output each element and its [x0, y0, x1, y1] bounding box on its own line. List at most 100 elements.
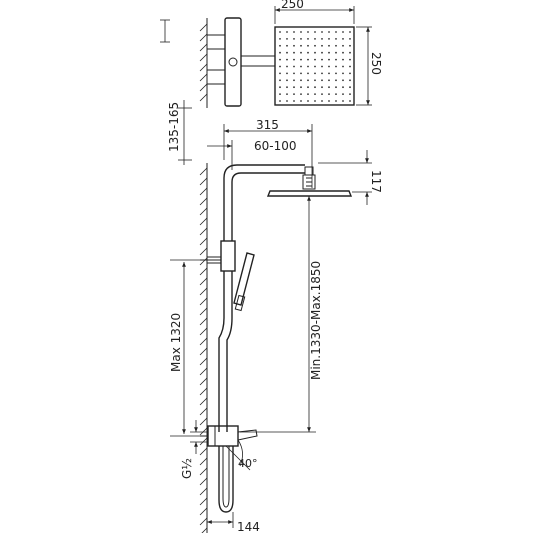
- hatch-line: [199, 197, 208, 206]
- nozzle-dot: [307, 44, 309, 47]
- top-wall-hatching: [199, 23, 208, 102]
- dim-arm-length: 315: [256, 118, 279, 132]
- nozzle-dot: [342, 86, 344, 89]
- bar-height-dimension: Max 1320: [169, 259, 200, 437]
- dim-head-depth: 250: [369, 52, 383, 75]
- hatch-line: [199, 207, 208, 216]
- nozzle-dot: [349, 100, 351, 102]
- nozzle-dot: [314, 86, 316, 89]
- nozzle-dot: [328, 72, 330, 75]
- hatch-line: [199, 517, 208, 526]
- slider-support: [220, 240, 236, 272]
- nozzle-dot: [279, 51, 281, 54]
- nozzle-dot: [279, 100, 281, 102]
- nozzle-dot: [314, 31, 316, 33]
- hatch-line: [199, 457, 208, 466]
- hatch-line: [199, 357, 208, 366]
- hatch-line: [199, 337, 208, 346]
- nozzle-dot: [349, 51, 351, 54]
- nozzle-dot: [286, 79, 288, 82]
- shower-nozzle-grid: [279, 31, 351, 102]
- top-view: 250 250: [160, 0, 383, 108]
- nozzle-dot: [300, 65, 302, 68]
- nozzle-dot: [335, 51, 337, 54]
- nozzle-dot: [286, 31, 288, 33]
- nozzle-dot: [328, 79, 330, 82]
- hatch-line: [199, 217, 208, 226]
- nozzle-dot: [328, 44, 330, 47]
- nozzle-dot: [314, 58, 316, 61]
- nozzle-dot: [342, 31, 344, 33]
- top-valve-lower: [206, 69, 226, 85]
- nozzle-dot: [321, 86, 323, 89]
- center-distance-dimension: 135-165: [167, 100, 192, 165]
- hatch-line: [199, 297, 208, 306]
- arm-length-dimension: 315: [223, 118, 313, 188]
- hatch-line: [199, 477, 208, 486]
- dim-bar-height: Max 1320: [169, 313, 183, 372]
- hatch-line: [199, 407, 208, 416]
- top-mixer-outlet: [228, 57, 238, 67]
- hatch-line: [199, 427, 208, 436]
- angle-arc: [237, 439, 243, 467]
- bar-outer: [218, 271, 225, 432]
- nozzle-dot: [321, 51, 323, 54]
- nozzle-dot: [335, 93, 337, 95]
- dim-thread: G½: [180, 458, 194, 479]
- nozzle-dot: [328, 65, 330, 68]
- nozzle-dot: [335, 79, 337, 82]
- hatch-line: [199, 417, 208, 426]
- nozzle-dot: [300, 86, 302, 89]
- nozzle-dot: [335, 100, 337, 102]
- nozzle-dot: [279, 38, 281, 40]
- nozzle-dot: [328, 38, 330, 40]
- wall-offset-dimension: 60-100: [207, 139, 297, 170]
- nozzle-dot: [307, 100, 309, 102]
- nozzle-dot: [286, 65, 288, 68]
- nozzle-dot: [279, 72, 281, 75]
- head-connector: [302, 174, 316, 190]
- hand-shower: [233, 252, 255, 306]
- nozzle-dot: [279, 79, 281, 82]
- thread-dimension: G½: [180, 420, 208, 479]
- nozzle-dot: [328, 86, 330, 89]
- nozzle-dot: [286, 100, 288, 102]
- hatch-line: [199, 397, 208, 406]
- nozzle-dot: [307, 72, 309, 75]
- nozzle-dot: [314, 72, 316, 75]
- hatch-line: [199, 267, 208, 276]
- nozzle-dot: [293, 44, 295, 47]
- hatch-line: [199, 277, 208, 286]
- nozzle-dot: [314, 44, 316, 47]
- nozzle-dot: [286, 93, 288, 95]
- nozzle-dot: [335, 58, 337, 61]
- nozzle-dot: [293, 100, 295, 102]
- hatch-line: [199, 507, 208, 516]
- hatch-line: [199, 287, 208, 296]
- nozzle-dot: [342, 72, 344, 75]
- nozzle-dot: [286, 58, 288, 61]
- hatch-line: [199, 327, 208, 336]
- dim-wall-offset: 60-100: [254, 139, 297, 153]
- inlet-hose-dimension: 144: [207, 512, 260, 533]
- nozzle-dot: [328, 93, 330, 95]
- hatch-line: [201, 527, 208, 533]
- nozzle-dot: [293, 58, 295, 61]
- top-valve-upper: [206, 34, 226, 50]
- nozzle-dot: [293, 31, 295, 33]
- hatch-line: [199, 257, 208, 266]
- side-view: 40°: [199, 163, 353, 533]
- hatch-line: [199, 227, 208, 236]
- shower-hose-inner: [222, 446, 230, 508]
- nozzle-dot: [328, 51, 330, 54]
- nozzle-dot: [293, 65, 295, 68]
- nozzle-dot: [300, 79, 302, 82]
- angle-line: [225, 445, 251, 471]
- nozzle-dot: [335, 86, 337, 89]
- nozzle-dot: [342, 79, 344, 82]
- nozzle-dot: [321, 72, 323, 75]
- nozzle-dot: [321, 100, 323, 102]
- nozzle-dot: [314, 51, 316, 54]
- hatch-line: [199, 387, 208, 396]
- bar-inner: [226, 271, 233, 432]
